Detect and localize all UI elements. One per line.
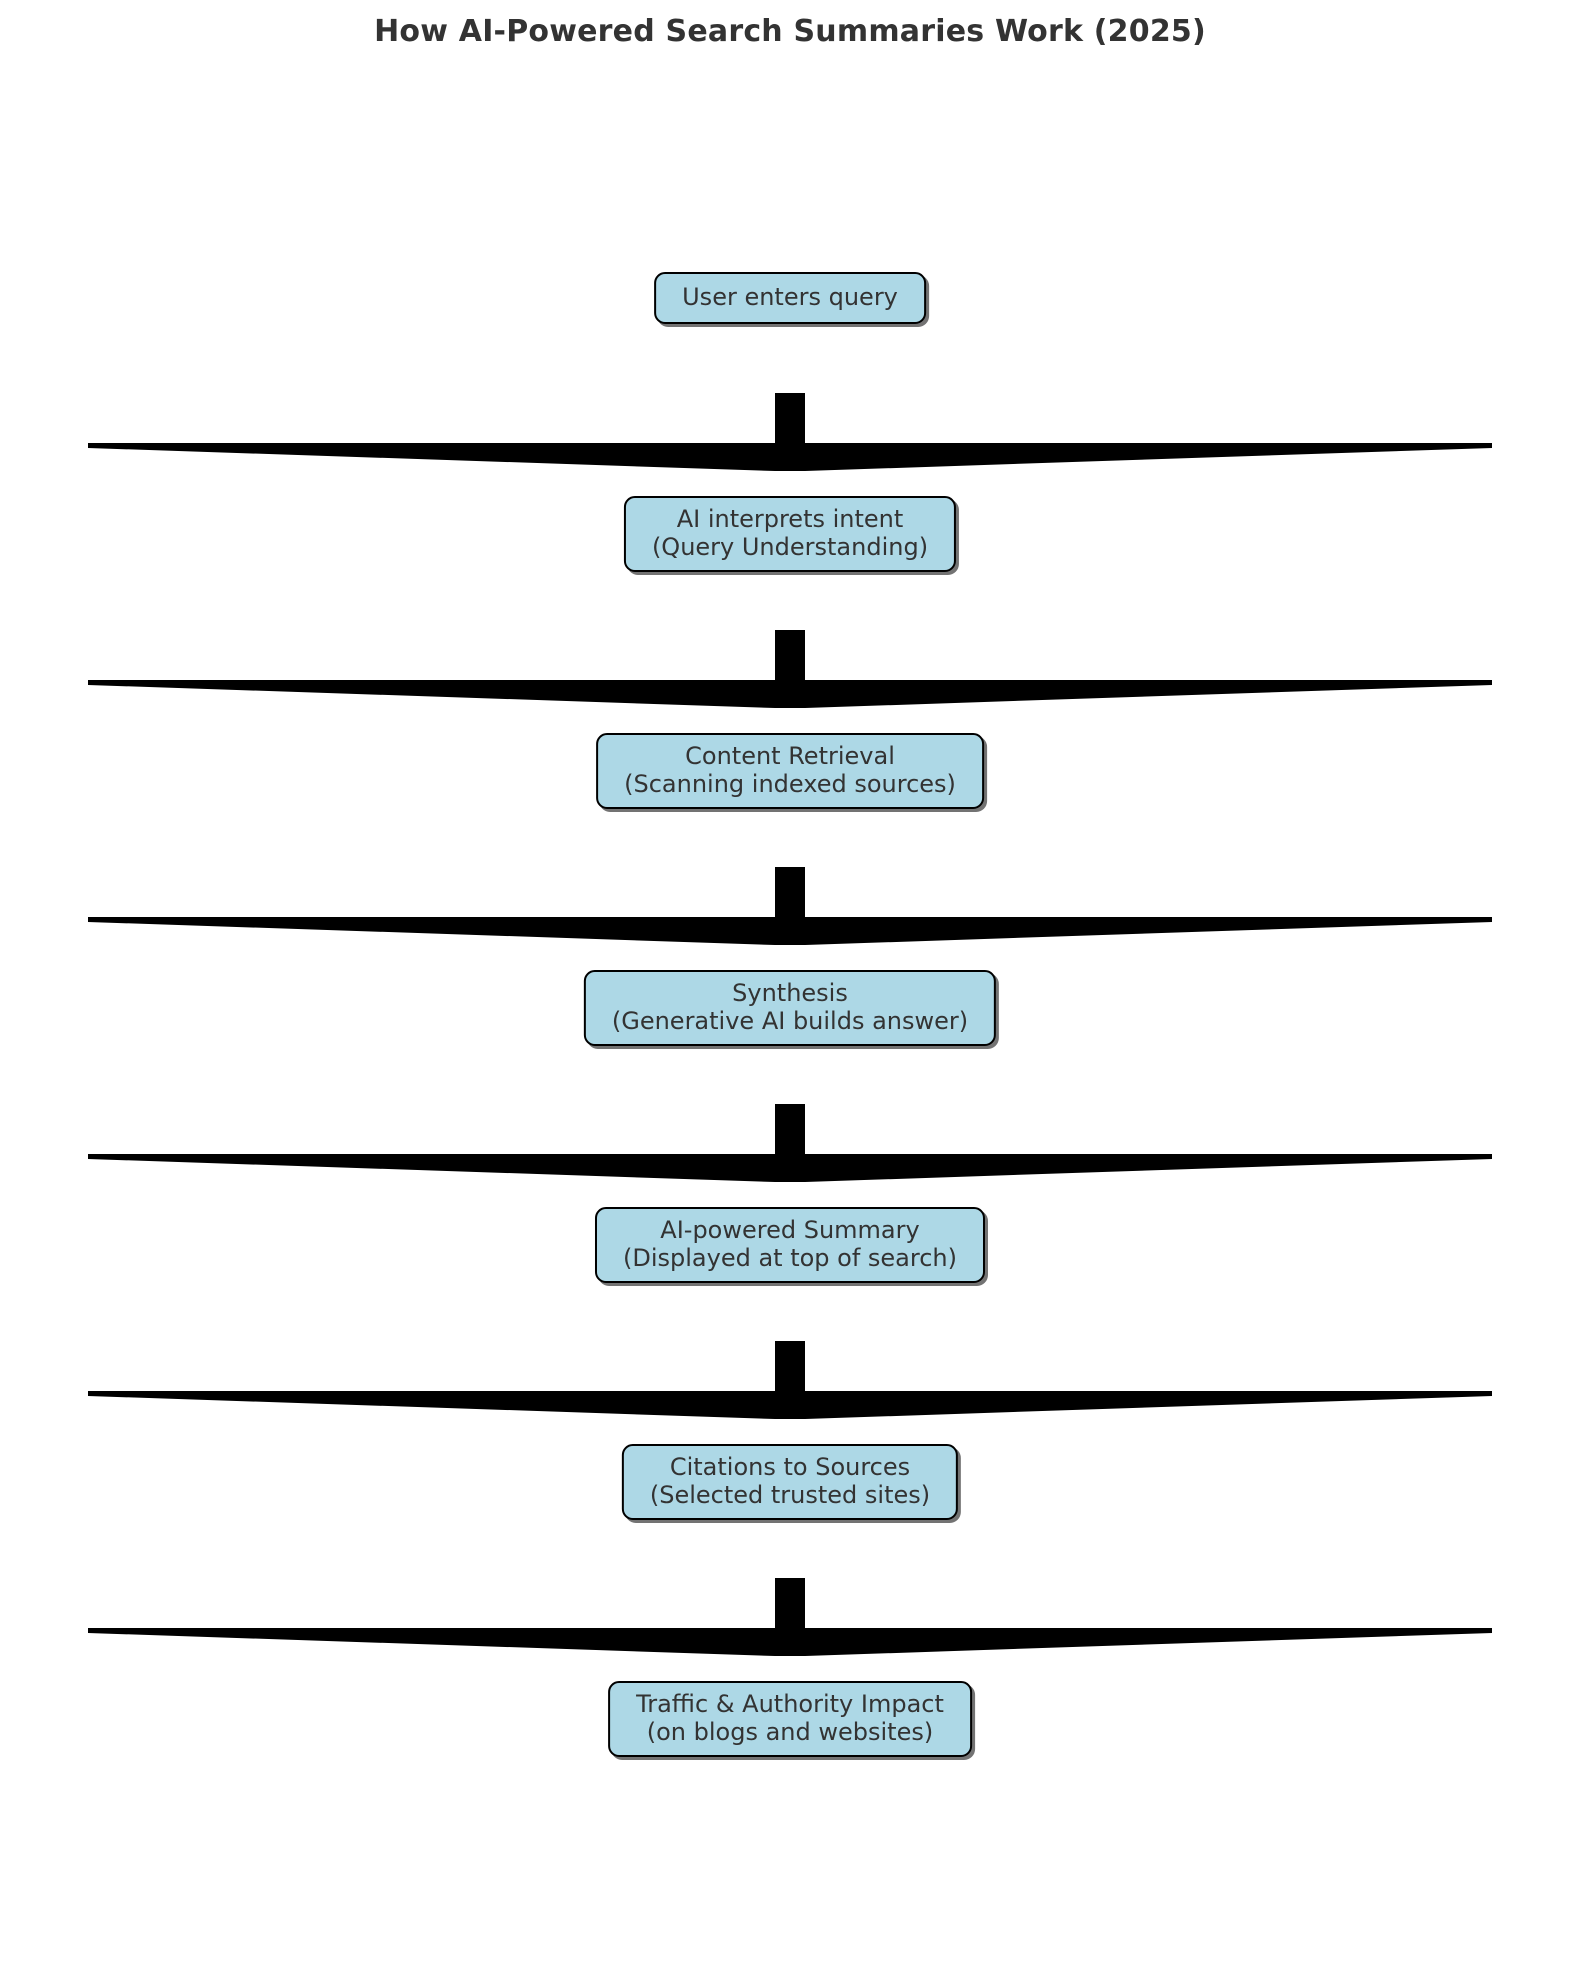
flow-node-line2: (Selected trusted sites) <box>649 1480 931 1509</box>
flow-node-line2: (Scanning indexed sources) <box>624 769 956 798</box>
flow-node-line2: (Query Understanding) <box>651 532 929 561</box>
flow-node-content-retrieval[interactable]: Content Retrieval (Scanning indexed sour… <box>596 733 984 809</box>
flow-node-line2: (Generative AI builds answer) <box>611 1006 969 1035</box>
flow-arrow-2 <box>0 630 1580 710</box>
flow-node-line1: User enters query <box>682 283 898 311</box>
flow-node-user-enters-query[interactable]: User enters query <box>654 272 926 324</box>
flow-node-ai-powered-summary[interactable]: AI-powered Summary (Displayed at top of … <box>594 1207 986 1283</box>
flow-node-citations-to-sources[interactable]: Citations to Sources (Selected trusted s… <box>621 1444 959 1520</box>
flow-node-line1: Synthesis <box>732 979 848 1007</box>
flow-node-line1: AI-powered Summary <box>660 1216 920 1244</box>
flow-node-synthesis[interactable]: Synthesis (Generative AI builds answer) <box>583 970 997 1046</box>
flow-node-line2: (Displayed at top of search) <box>622 1243 958 1272</box>
flow-node-line1: Citations to Sources <box>669 1453 911 1481</box>
flow-node-line1: AI interprets intent <box>676 505 904 533</box>
flow-arrow-1 <box>0 393 1580 473</box>
flow-node-traffic-authority-impact[interactable]: Traffic & Authority Impact (on blogs and… <box>608 1681 972 1757</box>
flow-node-line1: Content Retrieval <box>685 742 895 770</box>
page-title: How AI-Powered Search Summaries Work (20… <box>374 14 1206 49</box>
flow-arrow-6 <box>0 1578 1580 1658</box>
flow-node-line2: (on blogs and websites) <box>646 1717 934 1746</box>
flow-arrow-5 <box>0 1341 1580 1421</box>
flow-node-ai-interprets-intent[interactable]: AI interprets intent (Query Understandin… <box>623 496 957 572</box>
flow-node-line1: Traffic & Authority Impact <box>636 1690 944 1718</box>
flow-arrow-4 <box>0 1104 1580 1184</box>
flow-arrow-3 <box>0 867 1580 947</box>
